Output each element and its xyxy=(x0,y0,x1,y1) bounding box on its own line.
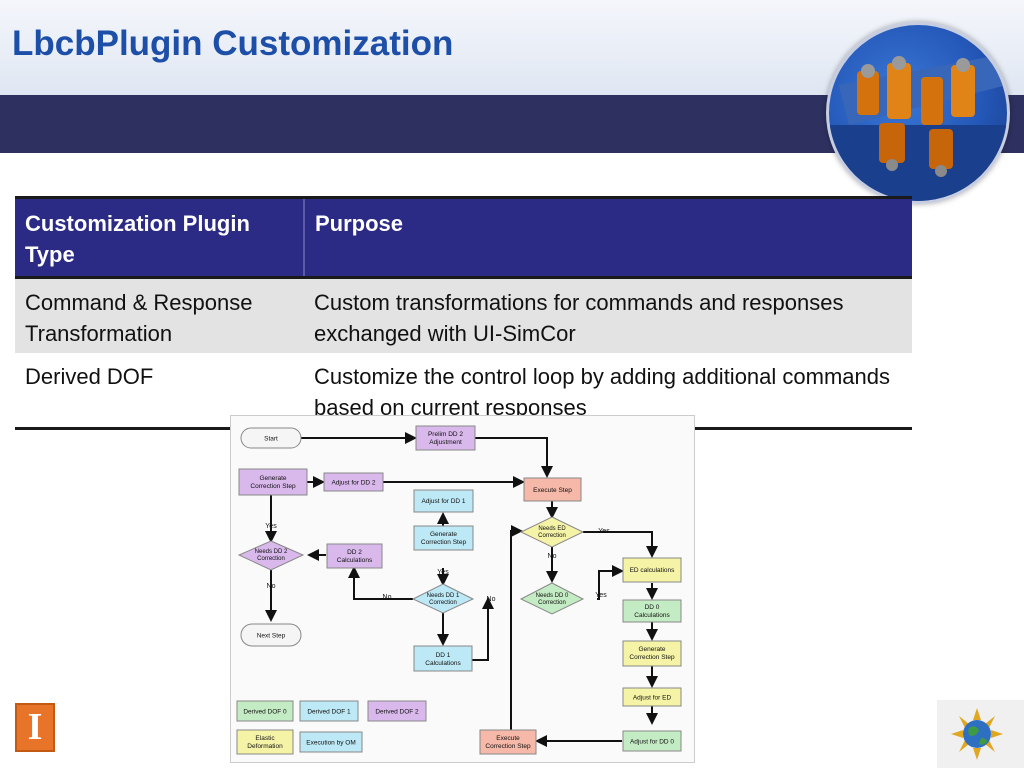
yes-label: Yes xyxy=(595,592,607,599)
gen-left-label: Generate xyxy=(259,475,286,482)
elastic-label: Deformation xyxy=(247,743,283,750)
university-logo: I xyxy=(15,703,55,752)
generate-correction-left-node xyxy=(238,468,308,496)
dd0-calc-label: Calculations xyxy=(634,612,670,619)
adjust-dd0-node xyxy=(622,730,682,752)
dd0-calc-node xyxy=(622,599,682,623)
row-type: Derived DOF xyxy=(15,353,304,430)
exec-corr-label: Execute xyxy=(496,735,520,742)
next-step-label: Next Step xyxy=(257,633,286,640)
table-header-row: Customization Plugin Type Purpose xyxy=(15,196,912,278)
dd0-calc-label: DD 0 xyxy=(645,604,660,611)
globe-logo xyxy=(937,700,1024,768)
dd2-calc-node xyxy=(326,543,383,569)
dd2-calc-label: DD 2 xyxy=(347,549,362,556)
table-row: Command & Response Transformation Custom… xyxy=(15,276,912,353)
legend-dd1-label: Derived DOF 1 xyxy=(307,709,351,716)
execution-om-label: Execution by OM xyxy=(306,740,356,747)
gen-mid-label: Generate xyxy=(430,531,457,538)
yes-label: Yes xyxy=(598,528,610,535)
needs-dd0-label: Needs DD 0 xyxy=(536,593,569,599)
adjust-dd0-label: Adjust for DD 0 xyxy=(630,739,674,746)
adjust-ed-node xyxy=(622,687,682,707)
needs-ed-label: Correction xyxy=(538,533,566,539)
needs-dd0-label: Correction xyxy=(538,600,566,606)
row-purpose: Custom transformations for commands and … xyxy=(304,276,912,353)
plugin-table: Customization Plugin Type Purpose Comman… xyxy=(15,196,912,430)
generate-correction-mid-node xyxy=(413,525,474,551)
start-node xyxy=(240,427,302,449)
elastic-node xyxy=(236,729,294,755)
needs-dd1-node xyxy=(411,583,475,614)
table-row: Derived DOF Customize the control loop b… xyxy=(15,353,912,430)
legend-dd0-label: Derived DOF 0 xyxy=(243,709,287,716)
prelim-dd2-label: Adjustment xyxy=(429,439,462,446)
test-rig-emblem xyxy=(826,22,1010,204)
legend-dd2-label: Derived DOF 2 xyxy=(375,709,419,716)
header-purpose: Purpose xyxy=(304,196,912,278)
no-label: No xyxy=(383,594,392,601)
needs-dd2-node xyxy=(237,540,305,571)
legend-dd1 xyxy=(299,700,359,722)
flow-nodes xyxy=(236,425,682,755)
dd2-calc-label: Calculations xyxy=(337,557,373,564)
next-step-node xyxy=(240,623,302,647)
needs-ed-node xyxy=(519,516,585,548)
gen-right-label: Generate xyxy=(638,646,665,653)
gen-left-label: Correction Step xyxy=(250,483,296,490)
row-type: Command & Response Transformation xyxy=(15,276,304,353)
gen-mid-label: Correction Step xyxy=(421,539,467,546)
adjust-dd1-node xyxy=(413,489,474,513)
dd1-calc-label: DD 1 xyxy=(436,652,451,659)
execute-correction-node xyxy=(479,729,537,755)
exec-corr-label: Correction Step xyxy=(485,743,531,750)
no-label: No xyxy=(548,553,557,560)
dd1-calc-node xyxy=(413,645,473,672)
adjust-ed-label: Adjust for ED xyxy=(633,695,672,702)
header-plugin-type: Customization Plugin Type xyxy=(15,196,305,278)
dd1-calc-label: Calculations xyxy=(425,660,461,667)
adjust-dd1-label: Adjust for DD 1 xyxy=(421,498,465,505)
legend-dd0 xyxy=(236,700,294,722)
ed-calc-node xyxy=(622,557,682,583)
adjust-dd2-node xyxy=(323,472,384,492)
execution-om-node xyxy=(299,731,363,753)
adjust-dd2-label: Adjust for DD 2 xyxy=(331,480,375,487)
slide-title: LbcbPlugin Customization xyxy=(12,24,454,63)
legend-dd2 xyxy=(367,700,427,722)
yes-label: Yes xyxy=(437,569,449,576)
execute-step-node xyxy=(523,477,582,502)
needs-dd1-label: Needs DD 1 xyxy=(427,593,460,599)
prelim-dd2-node xyxy=(415,425,476,451)
needs-dd2-label: Needs DD 2 xyxy=(255,549,288,555)
needs-dd2-label: Correction xyxy=(257,556,285,562)
gen-right-label: Correction Step xyxy=(629,654,675,661)
no-label: No xyxy=(267,583,276,590)
needs-dd1-label: Correction xyxy=(429,600,457,606)
needs-ed-label: Needs ED xyxy=(538,526,566,532)
execute-step-label: Execute Step xyxy=(533,487,572,494)
yes-label: Yes xyxy=(265,523,277,530)
no-label: No xyxy=(487,596,496,603)
elastic-label: Elastic xyxy=(255,735,275,742)
needs-dd0-node xyxy=(519,582,585,615)
ed-calc-label: ED calculations xyxy=(630,567,676,574)
start-label: Start xyxy=(264,436,278,443)
prelim-dd2-label: Prelim DD 2 xyxy=(428,431,463,438)
generate-correction-right-node xyxy=(622,640,682,667)
control-loop-flowchart: Start Prelim DD 2 Adjustment Generate Co… xyxy=(230,415,695,763)
